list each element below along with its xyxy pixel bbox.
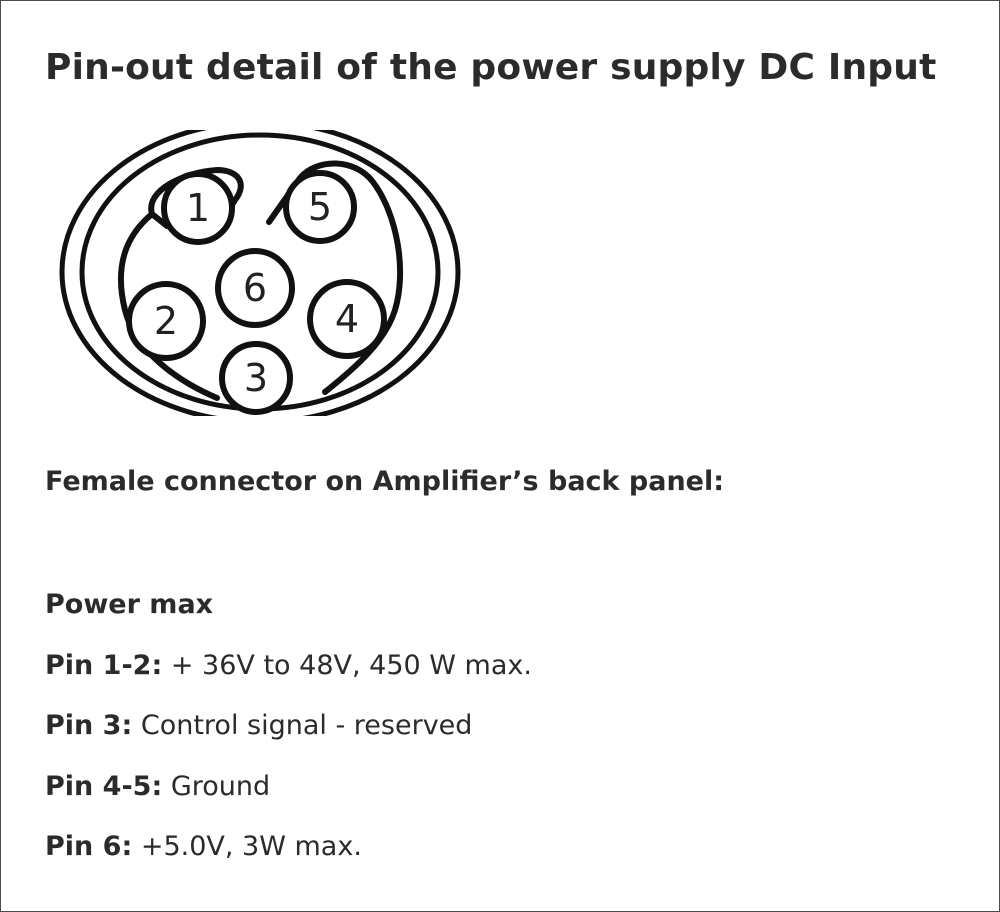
connector-pin-label: 2 [154,299,178,343]
connector-pin-3 [219,341,293,415]
spec-pin-value: + 36V to 48V, 450 W max. [170,649,532,681]
spec-row: Pin 6: +5.0V, 3W max. [45,827,532,867]
connector-key-notch [149,211,170,229]
pin-spec-list: Power max Pin 1-2: + 36V to 48V, 450 W m… [45,585,532,888]
connector-pin-6 [215,248,295,328]
spec-row: Pin 4-5: Ground [45,767,532,807]
spec-pin-label: Pin 4-5: [45,770,163,802]
spec-pin-value: +5.0V, 3W max. [140,831,362,862]
connector-insert-outline [117,160,403,401]
connector-pin-1 [161,171,235,245]
spec-pin-value: Control signal - reserved [140,710,473,741]
connector-pin-2 [126,281,206,361]
spec-pin-value: Ground [170,770,271,802]
spec-heading: Power max [45,589,214,620]
spec-pin-label: Pin 6: [45,831,133,862]
connector-pin-label: 4 [335,297,359,341]
connector-pin-label: 3 [244,356,268,400]
connector-subtitle: Female connector on Amplifier’s back pan… [45,466,725,497]
connector-diagram-svg: 1 2 3 4 56 [59,130,461,416]
spec-pin-label: Pin 3: [45,710,133,741]
spec-row: Pin 3: Control signal - reserved [45,706,532,746]
page-title: Pin-out detail of the power supply DC In… [45,47,937,88]
connector-pin-5 [283,170,357,244]
connector-outer-ring [59,130,461,416]
connector-pin-label: 6 [243,266,267,310]
connector-pin-4 [307,279,387,359]
connector-pin-label: 1 [186,186,210,230]
spec-row: Pin 1-2: + 36V to 48V, 450 W max. [45,646,532,686]
spec-pin-label: Pin 1-2: [45,649,163,681]
connector-pin-label: 5 [308,185,332,229]
